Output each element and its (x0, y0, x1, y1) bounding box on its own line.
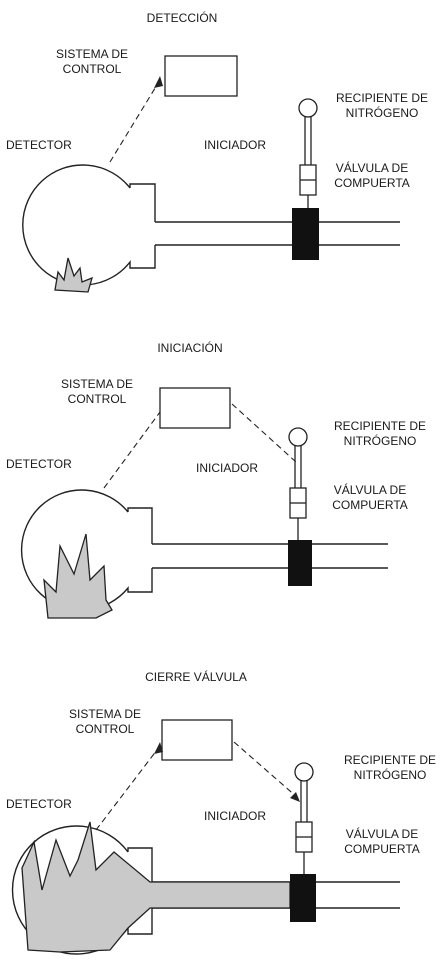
panel-valve-closure: CIERRE VÁLVULA SISTEMA DE CONTROL DETECT… (6, 669, 436, 955)
control-system-box (159, 387, 231, 429)
control-system-label-line1: SISTEMA DE (69, 707, 141, 721)
control-system-label-line1: SISTEMA DE (56, 47, 128, 61)
detector-label: DETECTOR (6, 797, 72, 811)
detector-vessel (22, 164, 156, 286)
flame-large (21, 821, 291, 953)
control-system-box (164, 55, 238, 97)
initiator-signal-dashed-line (233, 741, 299, 799)
gate-valve-label-line1: VÁLVULA DE (334, 482, 406, 497)
gate-valve-label-line1: VÁLVULA DE (346, 826, 418, 841)
control-system-label-line1: SISTEMA DE (61, 377, 133, 391)
control-system-label-line2: CONTROL (68, 392, 127, 406)
gate-valve (290, 874, 316, 922)
control-system-box (161, 719, 233, 761)
panel-initiation: INICIACIÓN SISTEMA DE CONTROL DETECTOR R… (6, 340, 426, 619)
panel-title: INICIACIÓN (157, 340, 222, 355)
nitrogen-container-label-line1: RECIPIENTE DE (344, 753, 436, 767)
gate-valve-label-line2: COMPUERTA (332, 498, 408, 512)
gate-valve-label-line1: VÁLVULA DE (336, 160, 408, 175)
detector-label: DETECTOR (6, 457, 72, 471)
gate-valve-label-line2: COMPUERTA (334, 176, 410, 190)
initiator-arrow-head (290, 792, 300, 802)
flame-small (54, 257, 93, 293)
initiator-signal-dashed-line (231, 403, 297, 463)
signal-arrow-head (154, 76, 163, 88)
initiator-label: INICIADOR (204, 809, 266, 823)
detector-signal-dashed-line (95, 745, 161, 831)
gate-valve (288, 540, 312, 586)
initiator-label: INICIADOR (204, 138, 266, 152)
nitrogen-container (298, 98, 318, 118)
nitrogen-container-label-line1: RECIPIENTE DE (336, 91, 428, 105)
control-system-label-line2: CONTROL (63, 62, 122, 76)
nitrogen-container (288, 427, 308, 447)
gate-valve (292, 208, 319, 260)
detector-label: DETECTOR (6, 138, 72, 152)
nitrogen-container-label-line2: NITRÓGENO (346, 105, 419, 120)
signal-arrow-head (154, 742, 163, 754)
initiator-label: INICIADOR (196, 461, 258, 475)
nitrogen-container-label-line1: RECIPIENTE DE (334, 419, 426, 433)
detector-signal-dashed-line (109, 79, 161, 163)
panel-detection: DETECCIÓN SISTEMA DE CONTROL DETECTOR RE… (6, 10, 428, 293)
panel-title: DETECCIÓN (147, 10, 218, 25)
panel-title: CIERRE VÁLVULA (145, 669, 247, 684)
flame-medium (43, 533, 113, 619)
control-system-label-line2: CONTROL (76, 722, 135, 736)
detector-signal-dashed-line (103, 411, 161, 489)
nitrogen-container-label-line2: NITRÓGENO (354, 767, 427, 782)
nitrogen-container-label-line2: NITRÓGENO (344, 433, 417, 448)
gate-valve-label-line2: COMPUERTA (344, 842, 420, 856)
nitrogen-container (294, 762, 314, 782)
